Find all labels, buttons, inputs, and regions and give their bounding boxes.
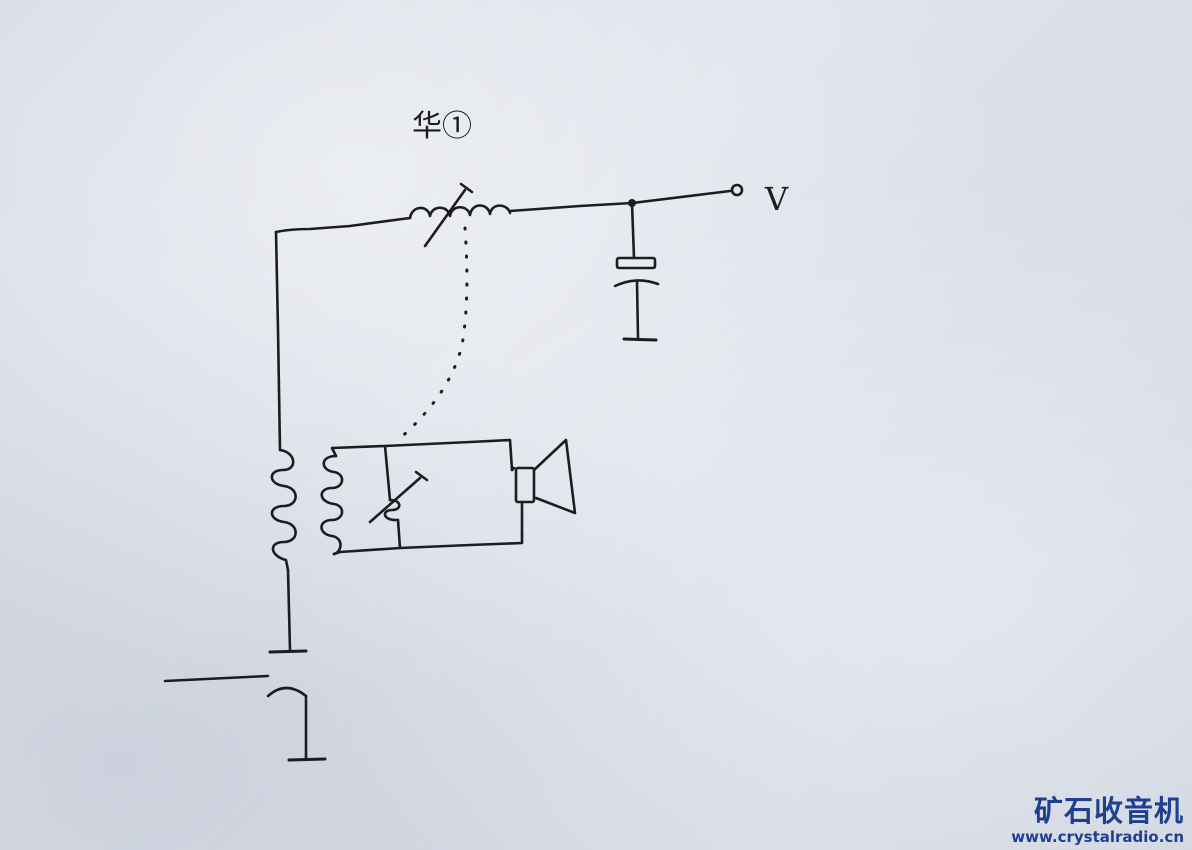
tank-circuit [330, 438, 524, 556]
variable-inductor-top [408, 182, 512, 248]
watermark-url: www.crystalradio.cn [1011, 828, 1184, 846]
wire-top-left [274, 216, 412, 234]
speaker-icon [510, 438, 577, 537]
wire-left-vertical [274, 230, 282, 452]
variable-inductor-tank [368, 470, 429, 524]
watermark-title: 矿石收音机 [1033, 794, 1184, 828]
wire-top-right [508, 189, 732, 213]
coil-label: 华① [412, 109, 472, 144]
terminal-v [730, 183, 744, 197]
gang-link-dotted [396, 226, 469, 442]
coil-secondary [320, 454, 344, 556]
wire-left-lower [286, 568, 292, 652]
terminal-label: V [764, 180, 789, 218]
bypass-capacitor [613, 201, 660, 342]
watermark: 矿石收音机 www.crystalradio.cn [1011, 794, 1184, 846]
coil-primary [270, 448, 297, 572]
ground-capacitor [163, 649, 327, 762]
